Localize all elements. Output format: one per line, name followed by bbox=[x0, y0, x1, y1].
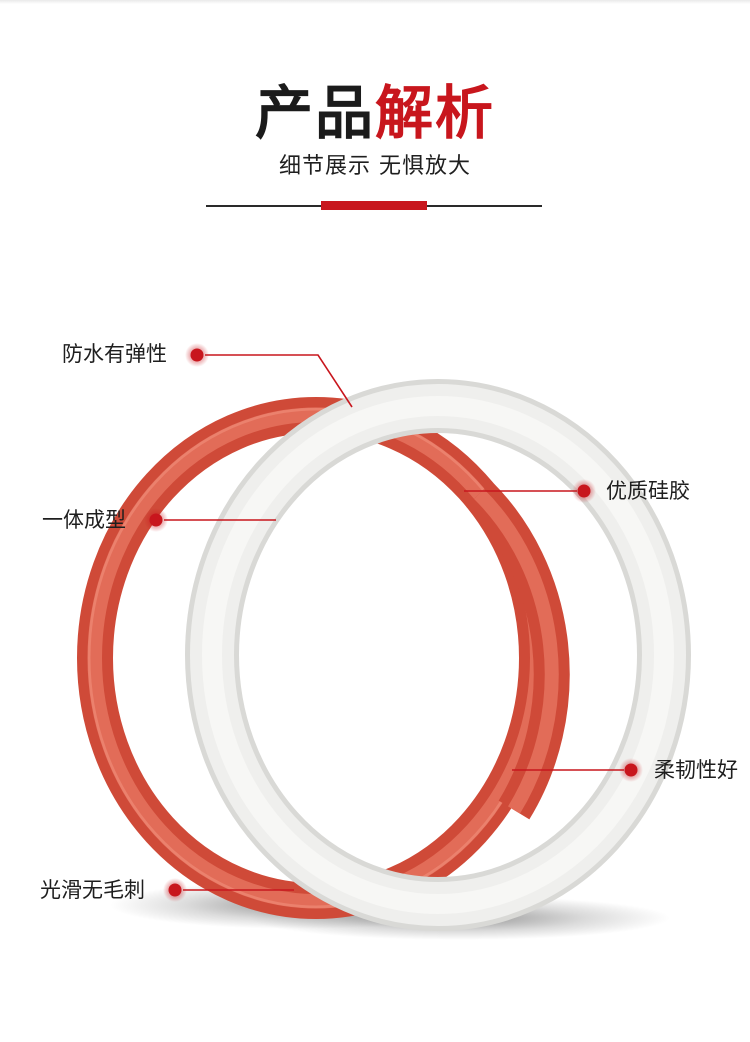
feature-label-silicone: 优质硅胶 bbox=[606, 479, 690, 503]
top-strip bbox=[0, 0, 750, 4]
marker-dots bbox=[144, 343, 643, 902]
feature-label-flexible: 柔韧性好 bbox=[654, 758, 738, 782]
marker-dot-smooth bbox=[168, 883, 182, 897]
feature-label-waterproof: 防水有弹性 bbox=[62, 342, 167, 366]
marker-dot-flexible bbox=[624, 763, 638, 777]
marker-dot-silicone bbox=[577, 484, 591, 498]
white-o-ring bbox=[185, 379, 691, 931]
marker-dot-waterproof bbox=[190, 348, 204, 362]
feature-label-one-piece: 一体成型 bbox=[42, 508, 126, 532]
page-title: 产品解析 bbox=[0, 78, 750, 148]
page-subtitle: 细节展示 无惧放大 bbox=[279, 154, 471, 179]
title-red-part: 解析 bbox=[375, 79, 496, 147]
title-dark-part: 产品 bbox=[254, 79, 375, 147]
leader-lines bbox=[164, 354, 624, 891]
title-divider-accent bbox=[321, 201, 427, 210]
leader-waterproof bbox=[205, 354, 353, 408]
feature-label-smooth: 光滑无毛刺 bbox=[40, 878, 145, 902]
marker-dot-one-piece bbox=[149, 513, 163, 527]
